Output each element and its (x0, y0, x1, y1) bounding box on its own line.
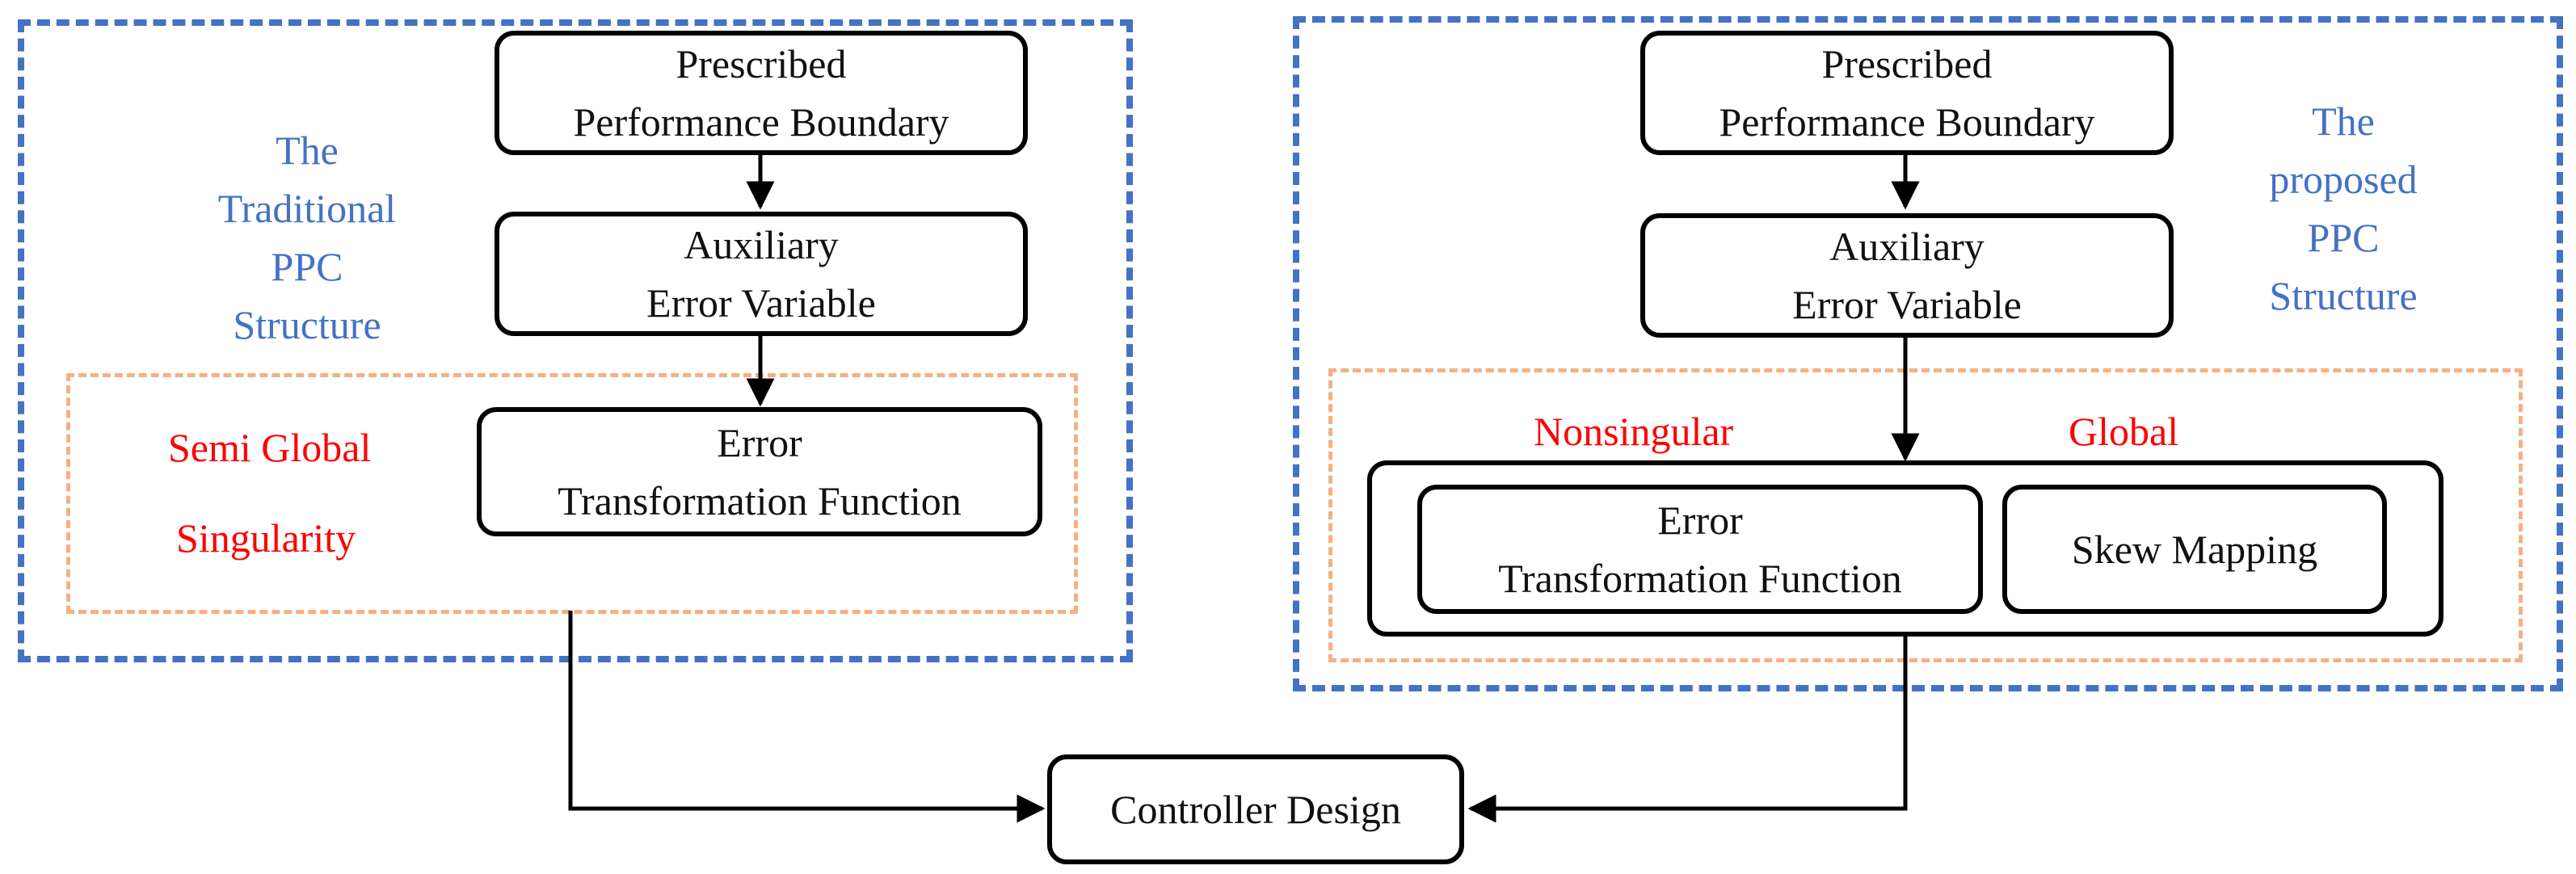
controller-design-box: Controller Design (1047, 754, 1464, 864)
proposed-structure-frame (1293, 16, 2563, 691)
right-boundary-box: Prescribed Performance Boundary (1640, 31, 2174, 155)
right-transform-box: Error Transformation Function (1417, 485, 1983, 614)
left-transform-box: Error Transformation Function (477, 407, 1042, 536)
nonsingular-label: Nonsingular (1534, 409, 1734, 454)
global-label: Global (2069, 409, 2179, 454)
traditional-structure-frame (18, 19, 1133, 662)
right-auxiliary-box: Auxiliary Error Variable (1640, 213, 2174, 338)
singularity-label: Singularity (176, 515, 356, 561)
traditional-structure-label: The Traditional PPC Structure (217, 128, 397, 347)
proposed-structure-label: The proposed PPC Structure (2269, 99, 2418, 318)
left-boundary-box: Prescribed Performance Boundary (495, 31, 1028, 155)
proposed-transform-region (1328, 368, 2523, 662)
arrow-right-to-controller (1467, 637, 1908, 823)
semi-global-label: Semi Global (168, 425, 372, 470)
arrow-left-to-controller (568, 611, 1046, 823)
skew-mapping-box: Skew Mapping (2002, 485, 2387, 614)
left-auxiliary-box: Auxiliary Error Variable (495, 212, 1028, 336)
